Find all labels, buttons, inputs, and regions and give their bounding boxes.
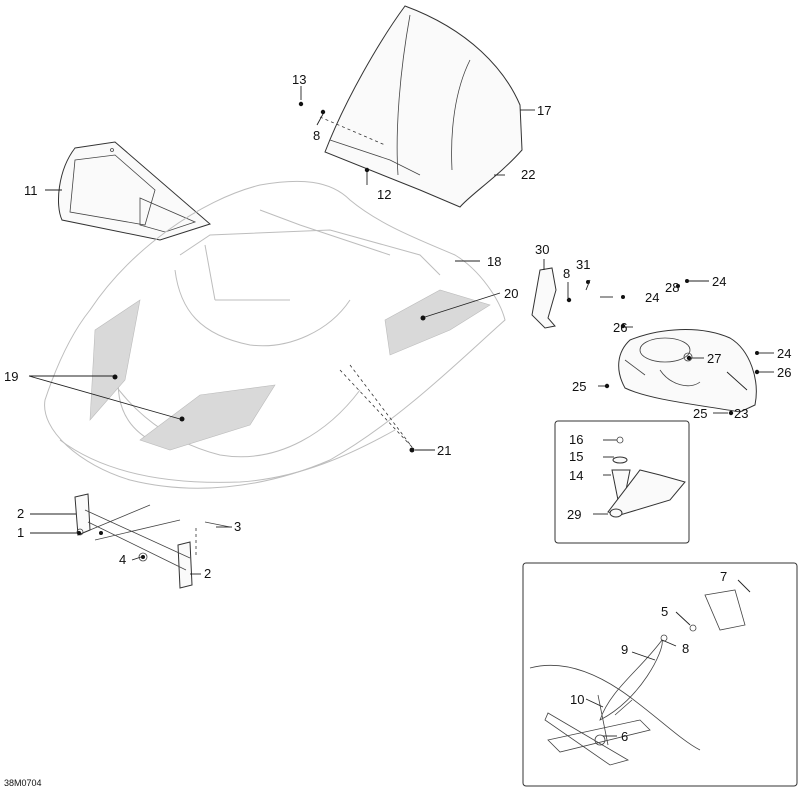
callout-5: 5 xyxy=(661,604,668,619)
diagram-code: 38M0704 xyxy=(4,778,42,788)
callout-18: 18 xyxy=(487,254,501,269)
windshield xyxy=(324,5,523,208)
callout-23: 23 xyxy=(734,406,748,421)
callout-26-b: 26 xyxy=(777,365,791,380)
vent-right xyxy=(384,289,491,356)
leader-lines xyxy=(28,86,774,737)
callout-21: 21 xyxy=(437,443,451,458)
callout-8-top: 8 xyxy=(313,128,320,143)
callout-11: 11 xyxy=(24,183,38,198)
callout-15: 15 xyxy=(569,449,583,464)
callout-8-inset: 8 xyxy=(682,641,689,656)
callout-12: 12 xyxy=(377,187,391,202)
side-panel xyxy=(618,329,757,413)
callout-labels: 13 8 12 17 22 11 18 20 19 21 2 1 3 4 2 3… xyxy=(4,72,791,788)
bracket-assembly xyxy=(74,493,231,589)
tether-assembly xyxy=(529,589,746,766)
inset-box-2 xyxy=(522,562,798,787)
callout-14: 14 xyxy=(569,468,583,483)
callout-30: 30 xyxy=(535,242,549,257)
callout-10: 10 xyxy=(570,692,584,707)
callout-22: 22 xyxy=(521,167,535,182)
callout-31: 31 xyxy=(576,257,590,272)
vent-left xyxy=(89,299,141,421)
callout-2-right: 2 xyxy=(204,566,211,581)
callout-25-b: 25 xyxy=(693,406,707,421)
callout-1: 1 xyxy=(17,525,24,540)
callout-29: 29 xyxy=(567,507,581,522)
callout-13: 13 xyxy=(292,72,306,87)
callout-24-a: 24 xyxy=(645,290,659,305)
inset-box-1 xyxy=(554,420,690,544)
callout-7: 7 xyxy=(720,569,727,584)
callout-27: 27 xyxy=(707,351,721,366)
callout-4: 4 xyxy=(119,552,126,567)
vent-front xyxy=(139,384,276,451)
callout-8-mid: 8 xyxy=(563,266,570,281)
support-bracket xyxy=(531,267,557,329)
callout-24-c: 24 xyxy=(777,346,791,361)
callout-28: 28 xyxy=(665,280,679,295)
callout-9: 9 xyxy=(621,642,628,657)
callout-16: 16 xyxy=(569,432,583,447)
callout-20: 20 xyxy=(504,286,518,301)
gauge-panel xyxy=(57,141,212,241)
callout-19: 19 xyxy=(4,369,18,384)
callout-2-left: 2 xyxy=(17,506,24,521)
callout-25-a: 25 xyxy=(572,379,586,394)
bumper-assembly xyxy=(607,436,686,518)
hood xyxy=(44,180,506,489)
callout-3: 3 xyxy=(234,519,241,534)
callout-6: 6 xyxy=(621,729,628,744)
callout-17: 17 xyxy=(537,103,551,118)
callout-26-a: 26 xyxy=(613,320,627,335)
callout-24-b: 24 xyxy=(712,274,726,289)
